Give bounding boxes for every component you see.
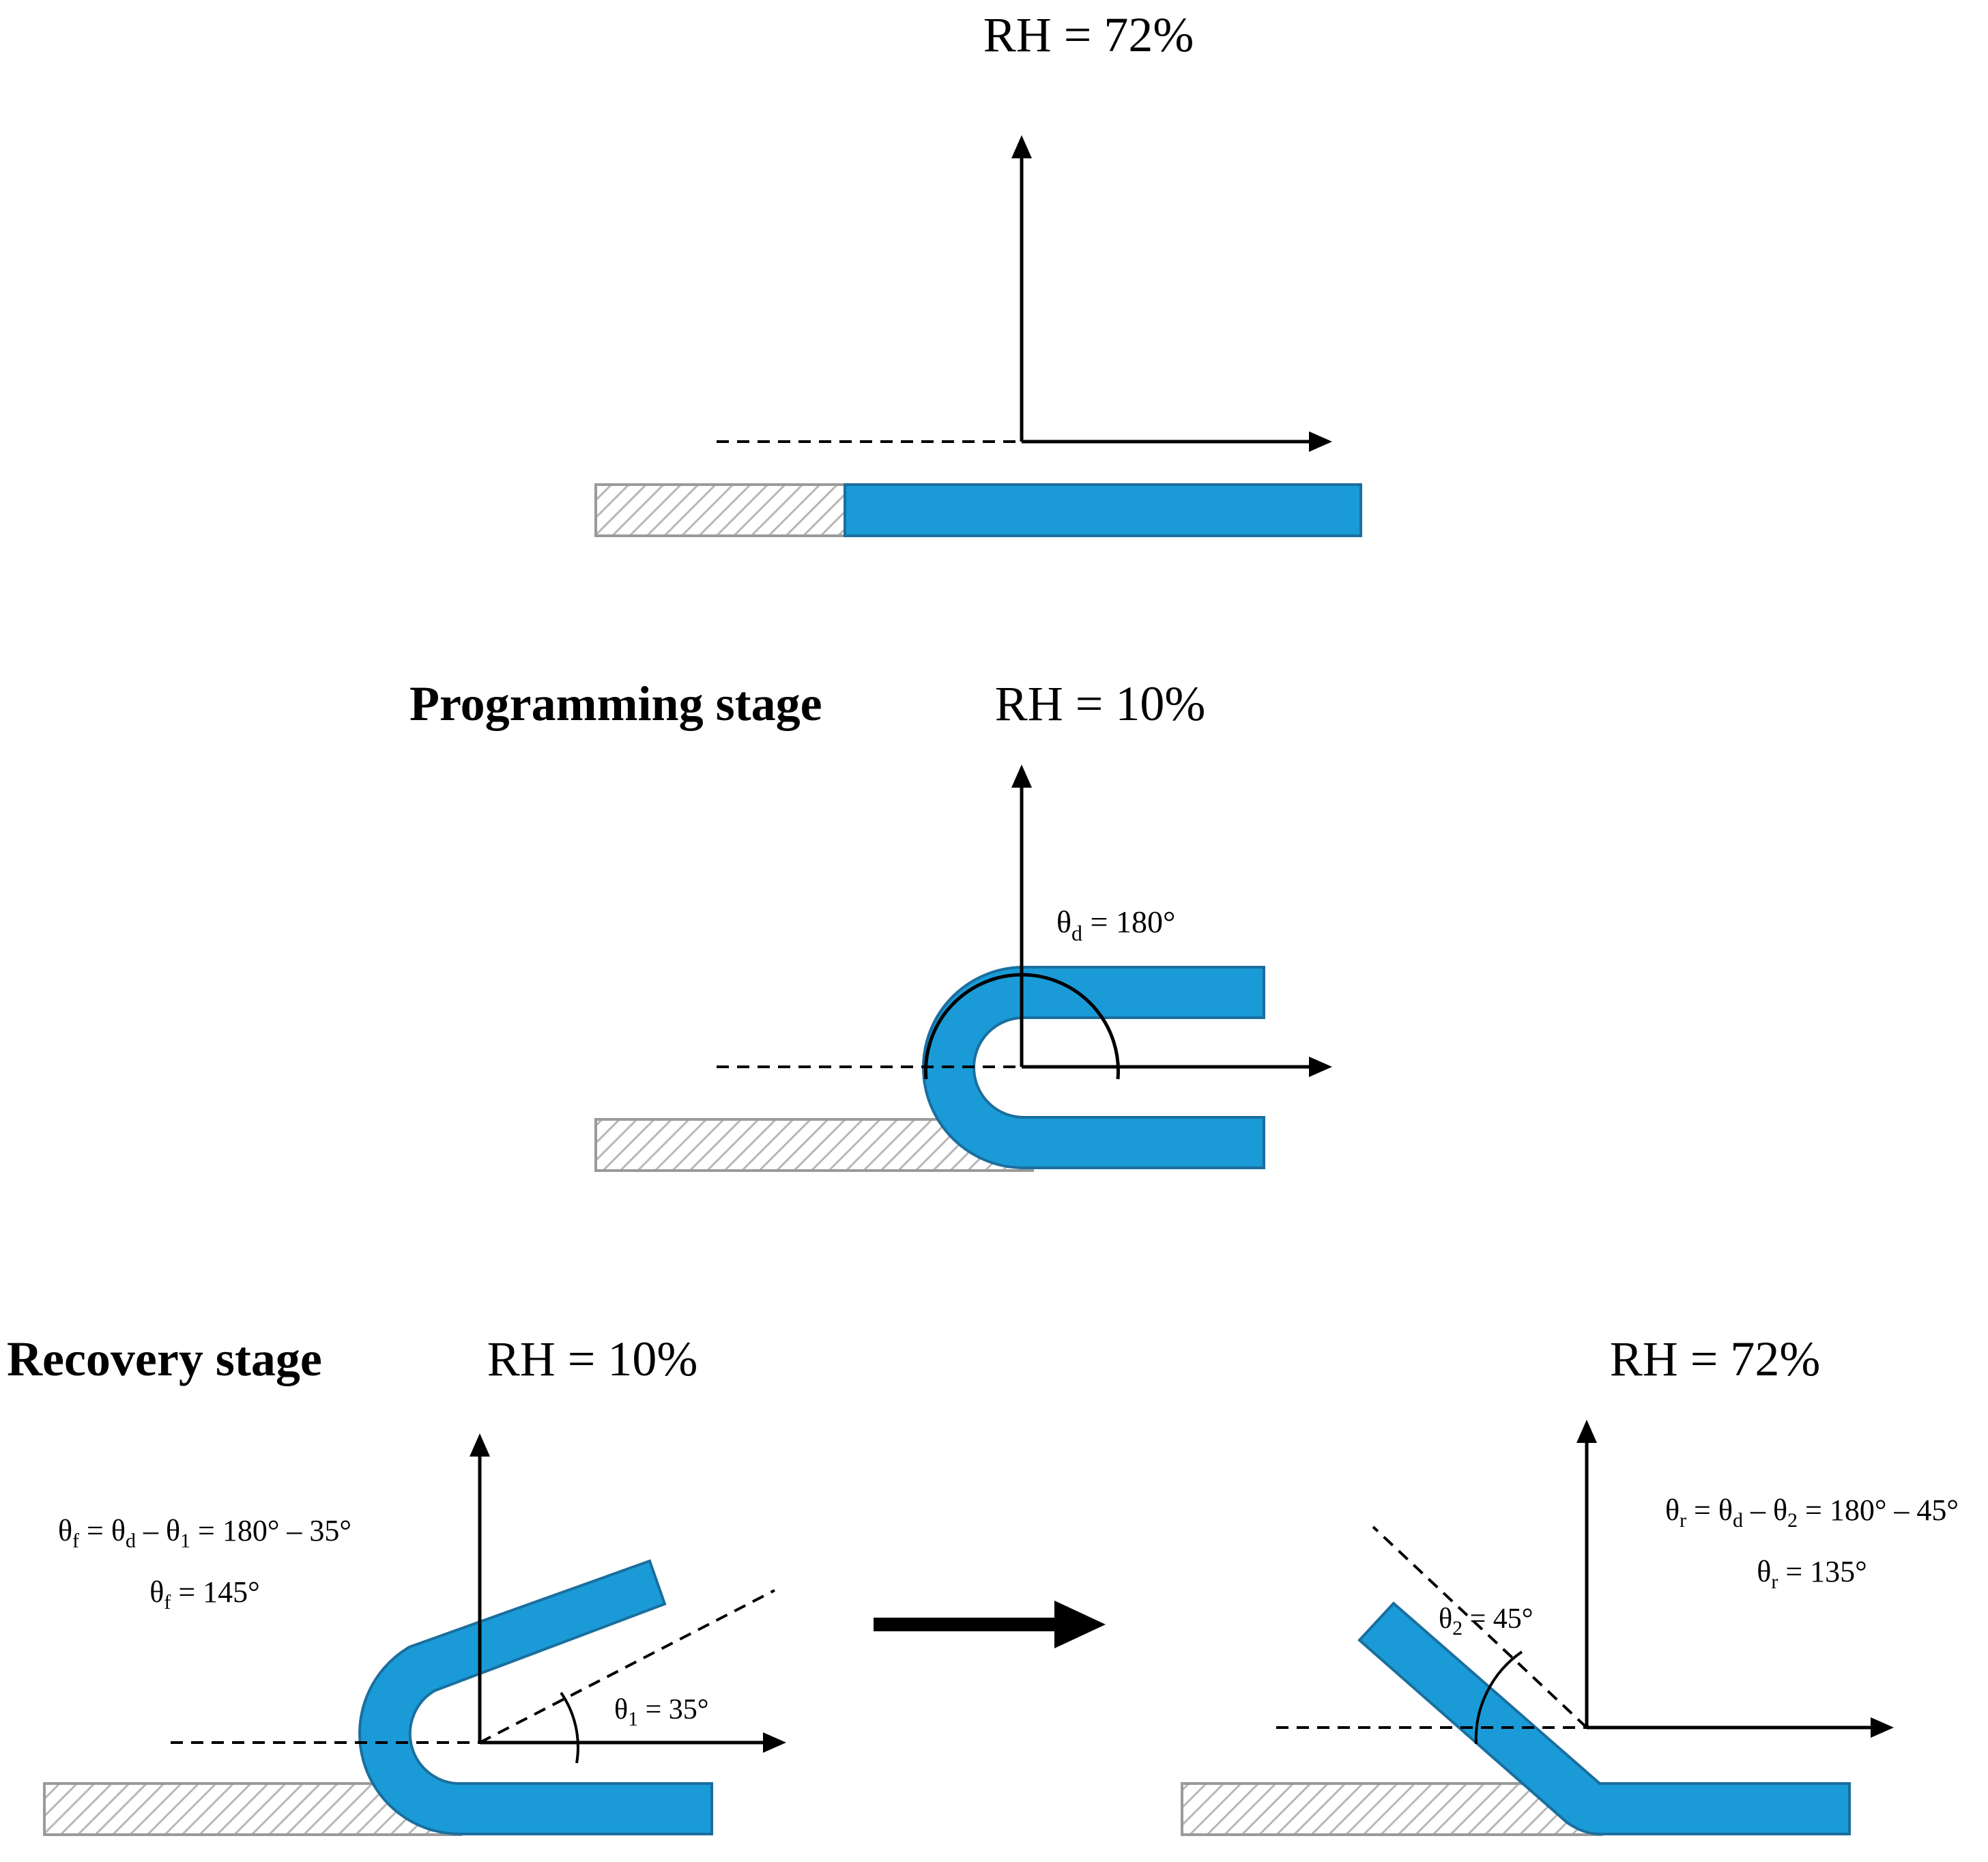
theta-1-arc <box>560 1691 579 1764</box>
stage2-folded-sample <box>922 966 1265 1169</box>
stage3-right-sample-direction-dashed-line <box>1372 1526 1588 1729</box>
stage2-panel: Programming stage RH = 10% θd = 180° <box>409 676 1332 1172</box>
stage1-x-arrowhead <box>1309 431 1332 452</box>
stage2-rh-label: RH = 10% <box>995 676 1206 731</box>
theta-2-label: θ2 = 45° <box>1439 1603 1533 1639</box>
stage3-rh-right-label: RH = 72% <box>1610 1332 1821 1386</box>
theta-f-value: θf = 145° <box>149 1575 260 1614</box>
stage2-x-arrowhead <box>1309 1057 1332 1077</box>
theta-d-label: θd = 180° <box>1056 904 1175 945</box>
stage3-left-x-arrowhead <box>763 1732 786 1753</box>
stage3-left-bent-sample <box>358 1559 713 1836</box>
stage3-left-sample-direction-dashed-line <box>479 1589 775 1744</box>
theta-r-equation: θr = θd – θ2 = 180° – 45° <box>1665 1493 1959 1532</box>
stage3-left-y-arrowhead <box>470 1433 490 1457</box>
programming-stage-title: Programming stage <box>409 676 822 731</box>
stage1-y-arrowhead <box>1011 135 1032 158</box>
stage3-rh-left-label: RH = 10% <box>487 1332 698 1386</box>
theta-2-arc <box>1474 1650 1523 1745</box>
stage3-panel: Recovery stage RH = 10% RH = 72% θ1 = 35… <box>7 1332 1959 1836</box>
theta-f-equation: θf = θd – θ1 = 180° – 35° <box>58 1514 351 1552</box>
stage1-rh-label: RH = 72% <box>983 8 1194 62</box>
stage3-right-y-arrowhead <box>1576 1420 1597 1443</box>
stage3-right-recovered-sample <box>1357 1601 1851 1835</box>
stage1-clamp <box>594 483 846 537</box>
stage1-sample-strip <box>844 483 1362 537</box>
theta-1-label: θ1 = 35° <box>614 1694 709 1730</box>
recovery-stage-title: Recovery stage <box>7 1332 322 1386</box>
stage2-y-arrowhead <box>1011 764 1032 788</box>
stage2-theta-d-arc <box>924 973 1120 1080</box>
transition-arrow-head <box>1054 1601 1106 1648</box>
stage3-right-x-arrowhead <box>1871 1717 1894 1738</box>
theta-r-value: θr = 135° <box>1757 1555 1867 1593</box>
stage1-panel: RH = 72% <box>594 8 1362 537</box>
